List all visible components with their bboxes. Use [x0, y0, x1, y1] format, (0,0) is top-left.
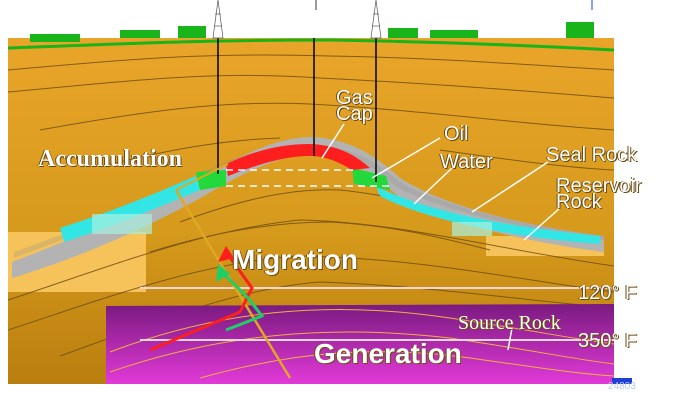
vegetation-5: [430, 30, 478, 38]
oil-zone-left: [196, 170, 226, 190]
label-migration: Migration: [232, 244, 358, 275]
vegetation-2: [120, 30, 160, 38]
vegetation-3: [178, 26, 206, 38]
oil-derrick-icon: [370, 0, 382, 39]
label-temp-350: 350° F: [578, 330, 638, 352]
label-seal-rock: Seal Rock: [546, 144, 638, 166]
label-generation: Generation: [314, 338, 462, 369]
reservoir-water-patch: [92, 214, 152, 234]
migration-path-to-trap: [175, 163, 229, 191]
label-oil: Oil: [444, 123, 469, 145]
reservoir-water-patch-right: [452, 222, 492, 236]
label-temp-120: 120° F: [578, 282, 638, 304]
label-pointers: [321, 123, 561, 351]
vegetation-1: [30, 34, 80, 42]
figure-marker: [612, 378, 632, 384]
label-water: Water: [440, 151, 493, 173]
label-accumulation: Accumulation: [38, 146, 182, 172]
ground-surface-line: [7, 38, 615, 52]
oil-derrick-icon: [212, 0, 224, 39]
label-gas: Gas: [336, 87, 373, 109]
reservoir-water-right: [376, 186, 600, 244]
sky-area: [0, 0, 674, 38]
oil-zone-right: [352, 168, 390, 190]
migration-arrows: [149, 246, 265, 352]
vegetation-4: [388, 28, 418, 38]
vegetation-6: [566, 22, 594, 38]
figure-number: 24803: [608, 381, 636, 392]
label-cap: Cap: [336, 103, 373, 125]
label-source-rock: Source Rock: [458, 312, 561, 334]
label-reservoir: Reservoir: [556, 175, 642, 197]
strata-lines: [7, 54, 615, 357]
label-reservoir-rock: Rock: [556, 191, 602, 213]
oil-cap: [226, 144, 370, 176]
